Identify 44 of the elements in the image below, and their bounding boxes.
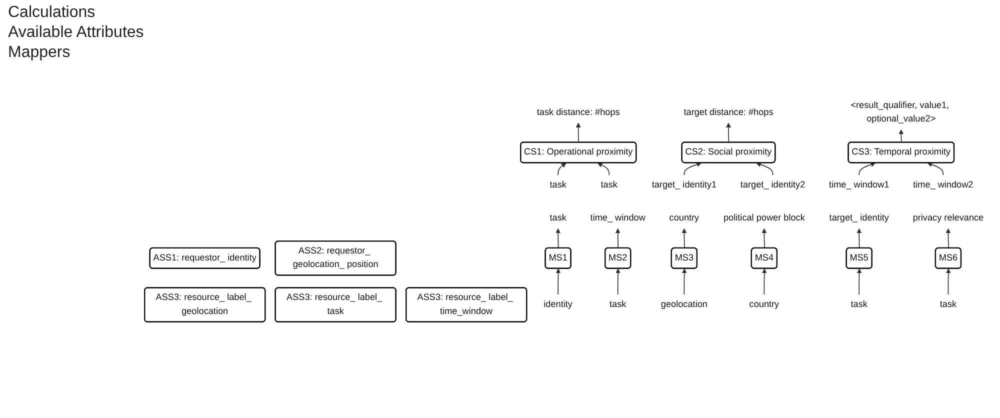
node-text: country <box>669 214 700 224</box>
node-text: task distance: #hops <box>536 108 620 118</box>
node-text: time_ window <box>590 214 646 224</box>
arrow <box>684 162 702 176</box>
arrow <box>576 122 581 144</box>
node-text: political power block <box>723 214 805 224</box>
arrow <box>756 162 774 176</box>
section-heading: Calculations <box>8 4 96 22</box>
arrow <box>946 228 951 249</box>
arrow <box>856 228 862 249</box>
arrow <box>682 228 687 249</box>
node-text: task <box>550 180 566 190</box>
node-text: task <box>600 180 618 190</box>
section-heading: Available Attributes <box>8 24 144 42</box>
node-text: <result_qualifier, value1, optional_value2> <box>850 100 950 124</box>
arrow <box>598 163 610 176</box>
node-text: target_ identity <box>829 214 889 224</box>
node-text: target_ identity2 <box>740 180 806 190</box>
node-text: task <box>610 300 626 310</box>
arrow <box>762 228 767 249</box>
node-text: geolocation <box>660 300 708 310</box>
arrow <box>856 268 862 296</box>
node-text: task <box>850 300 868 310</box>
arrow <box>615 228 620 249</box>
node-text: target distance: #hops <box>684 108 774 118</box>
arrow <box>556 268 561 296</box>
arrow <box>616 268 621 296</box>
node-text: country <box>749 300 780 310</box>
node-text: time_ window2 <box>913 180 974 190</box>
node-text: identity <box>544 300 572 310</box>
node-text: target_ identity1 <box>652 180 717 190</box>
arrow <box>556 228 561 249</box>
node-text: time_ window1 <box>829 180 890 190</box>
arrow <box>682 268 687 296</box>
arrow <box>558 163 566 176</box>
arrow <box>762 268 767 296</box>
arrow <box>927 162 944 176</box>
arrow <box>726 122 731 144</box>
arrow <box>858 162 876 176</box>
node-text: privacy relevance <box>912 214 984 224</box>
arrow <box>946 268 951 296</box>
section-heading: Mappers <box>8 44 72 62</box>
node-text: task <box>550 214 566 224</box>
node-text: task <box>940 300 957 310</box>
